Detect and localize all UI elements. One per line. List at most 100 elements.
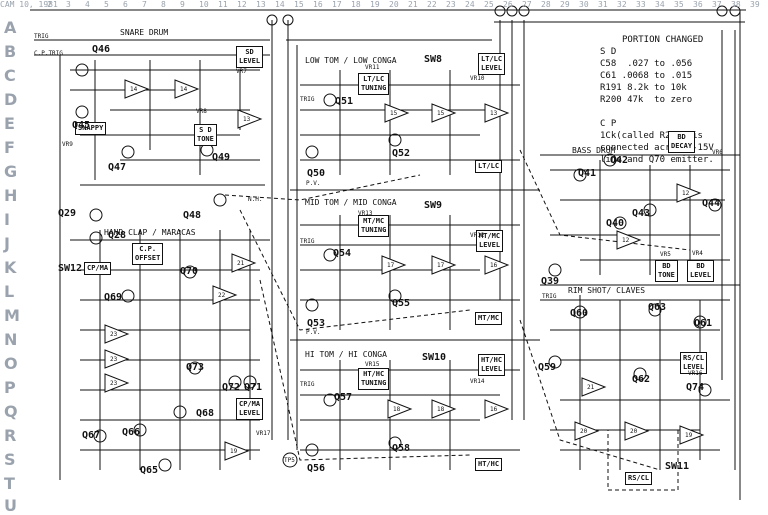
opamp-label: 18	[437, 406, 445, 413]
row-letter: H	[4, 186, 18, 205]
note-cp-line: connected across -15V	[600, 143, 714, 153]
transistor-label: Q54	[333, 248, 352, 259]
column-number: 33	[636, 0, 646, 9]
misc-label: TRIG	[300, 238, 315, 245]
column-number: 39	[750, 0, 760, 9]
row-letter: J	[4, 234, 10, 253]
opamp-label: 19	[685, 432, 693, 439]
note-sd-line: R200 47k to zero	[600, 95, 693, 105]
lt-level-box: LT/LC LEVEL	[478, 53, 506, 75]
snappy-box: SNAPPY	[75, 122, 107, 135]
column-number: 5	[104, 0, 109, 9]
opamp-label: 23	[110, 331, 118, 338]
note-title: PORTION CHANGED	[622, 35, 704, 45]
misc-label: TRIG	[34, 33, 49, 40]
vr-label: VR5	[660, 251, 671, 258]
opamp-label: 16	[490, 406, 498, 413]
row-letter: F	[4, 138, 15, 157]
column-number: 8	[161, 0, 166, 9]
transistor-label: Q44	[702, 198, 721, 209]
vr-label: VR6	[712, 149, 723, 156]
bd-decay-box: BD DECAY	[668, 131, 696, 153]
transistor-label: Q73	[186, 362, 205, 373]
transistor-label: Q43	[632, 208, 651, 219]
column-number: 38	[731, 0, 741, 9]
rs-cl-box: RS/CL	[625, 472, 653, 485]
misc-label: P.V.	[306, 180, 321, 187]
note-sd-line: R191 8.2k to 10k	[600, 83, 687, 93]
opamp-label: 17	[387, 262, 395, 269]
ht-tuning-box: HT/HC TUNING	[358, 368, 390, 390]
misc-label: TRIG	[300, 381, 315, 388]
column-number: 17	[332, 0, 342, 9]
transistor-label: Q71	[244, 382, 263, 393]
vr-label: VR7	[236, 68, 247, 75]
column-number: 36	[693, 0, 703, 9]
opamp-label: 13	[243, 116, 251, 123]
transistor-label: Q56	[307, 463, 326, 474]
transistor-label: Q72	[222, 382, 241, 393]
transistor-label: Q63	[648, 302, 667, 313]
transistor-label: Q60	[570, 308, 589, 319]
transistor-label: Q55	[392, 298, 411, 309]
column-number: 3	[66, 0, 71, 9]
opamp-label: 23	[110, 380, 118, 387]
rs-level-box: RS/CL LEVEL	[680, 352, 708, 374]
transistor-label: Q62	[632, 374, 651, 385]
ht-level-box: HT/HC LEVEL	[478, 354, 506, 376]
mt-mc-box: MT/MC	[475, 312, 503, 325]
opamp-label: 12	[622, 237, 630, 244]
vr-label: VR11	[365, 64, 380, 71]
column-number: 27	[522, 0, 532, 9]
cp-ma-box: CP/MA	[84, 262, 112, 275]
transistor-label: Q68	[196, 408, 215, 419]
misc-label: TRIG	[542, 293, 557, 300]
row-letter: U	[4, 496, 17, 515]
bd-tone-box: BD TONE	[655, 260, 678, 282]
row-letter: D	[4, 90, 18, 109]
note-cp-line: line and Q70 emitter.	[600, 155, 714, 165]
row-letter: N	[4, 330, 18, 349]
row-letter: G	[4, 162, 18, 181]
transistor-label: Q61	[694, 318, 713, 329]
vr-label: VR4	[692, 250, 703, 257]
section-title-hi-tom: HI TOM / HI CONGA	[305, 350, 387, 359]
section-title-low-tom: LOW TOM / LOW CONGA	[305, 56, 397, 65]
row-letter: K	[4, 258, 17, 277]
misc-label: TRIG	[300, 96, 315, 103]
column-number: 21	[408, 0, 418, 9]
transistor-label: Q41	[578, 168, 597, 179]
switch-label: SW11	[665, 461, 690, 472]
transistor-label: Q65	[140, 465, 159, 476]
opamp-label: 19	[230, 448, 238, 455]
bd-level-box: BD LEVEL	[687, 260, 715, 282]
opamp-label: 22	[218, 292, 226, 299]
note-sd-head: S D	[600, 47, 617, 57]
row-letter: T	[4, 474, 15, 493]
column-number: 2	[47, 0, 52, 9]
transistor-label: Q47	[108, 162, 127, 173]
row-letter: A	[4, 18, 17, 37]
column-number: 32	[617, 0, 627, 9]
mt-tuning-box: MT/MC TUNING	[358, 215, 390, 237]
opamp-label: 13	[490, 110, 498, 117]
column-number: 30	[579, 0, 589, 9]
row-letter: P	[4, 378, 16, 397]
sd-level-box: SD LEVEL	[236, 46, 264, 68]
row-letter: C	[4, 66, 16, 85]
transistor-label: Q28	[108, 230, 127, 241]
column-number: 4	[85, 0, 90, 9]
row-letter: L	[4, 282, 15, 301]
note-sd-line: C58 .027 to .056	[600, 59, 693, 69]
opamp-label: 12	[682, 190, 690, 197]
opamp-label: 20	[630, 428, 638, 435]
column-number: 29	[560, 0, 570, 9]
switch-label: SW9	[424, 200, 443, 211]
column-number: 23	[446, 0, 456, 9]
opamp-label: 21	[587, 384, 595, 391]
transistor-label: Q74	[686, 382, 705, 393]
column-number: 19	[370, 0, 380, 9]
cp-offset-box: C.P. OFFSET	[132, 243, 164, 265]
